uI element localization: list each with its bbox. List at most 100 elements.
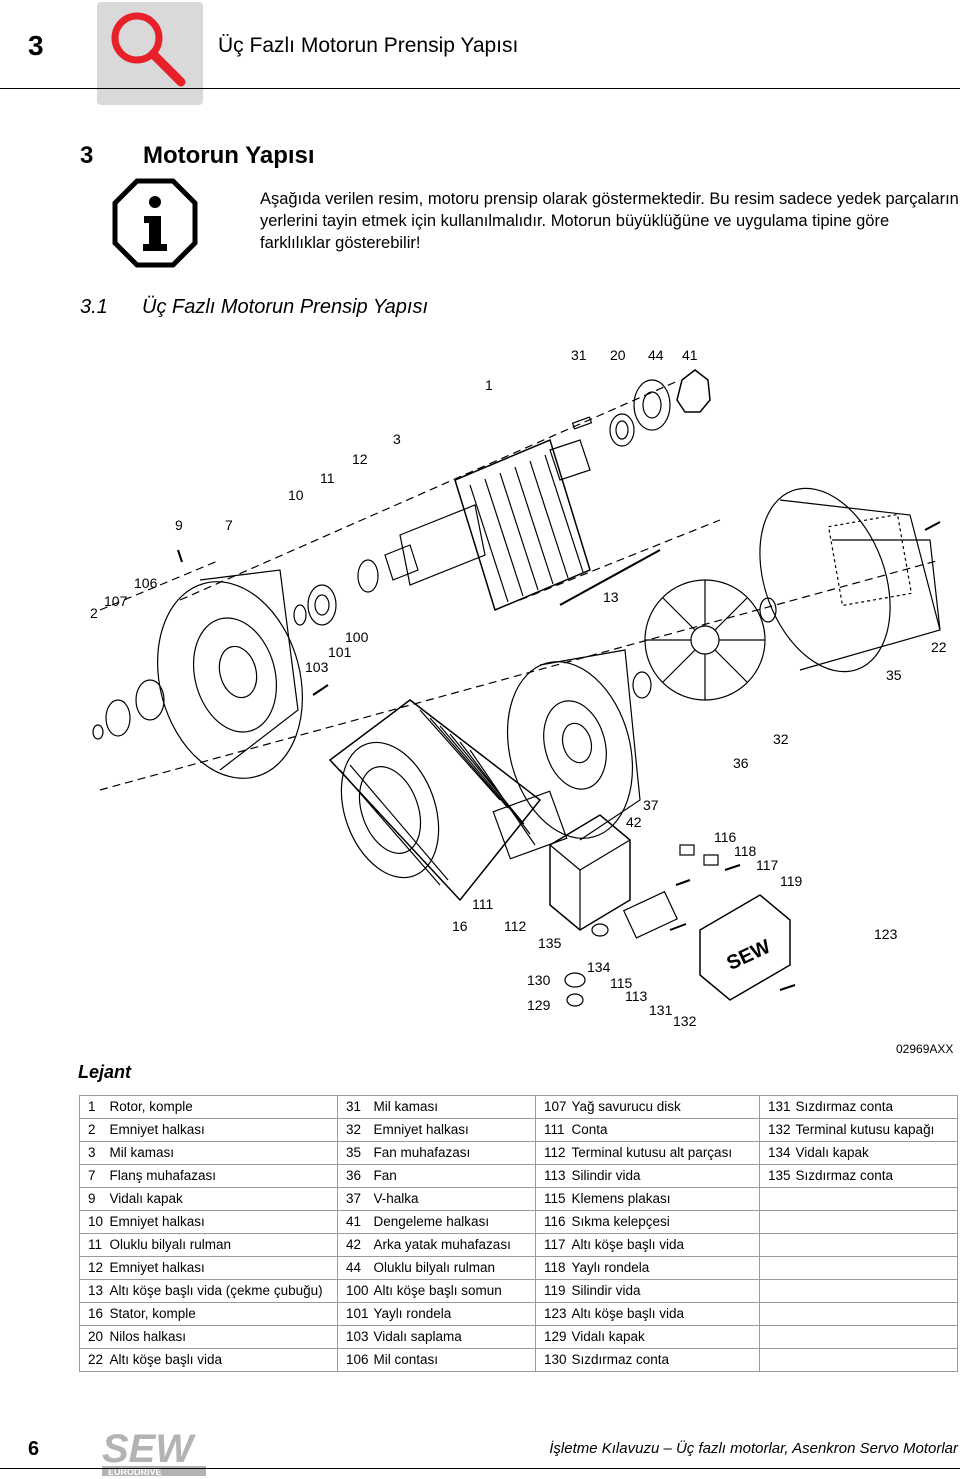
legend-part-number: 35	[337, 1141, 372, 1165]
part-label-3: 3	[393, 431, 401, 447]
legend-part-name	[793, 1302, 958, 1326]
legend-part-number: 10	[79, 1210, 108, 1234]
legend-part-name: Silindir vida	[569, 1279, 760, 1303]
legend-part-number: 113	[535, 1164, 570, 1188]
part-label-11: 11	[320, 470, 335, 486]
legend-part-number: 13	[79, 1279, 108, 1303]
part-label-9: 9	[175, 517, 183, 533]
legend-part-name	[793, 1348, 958, 1372]
part-label-2: 2	[90, 605, 98, 621]
stator-drawing	[328, 699, 568, 902]
legend-part-number: 134	[759, 1141, 794, 1165]
legend-part-number	[759, 1279, 794, 1303]
legend-part-name: Altı köşe başlı somun	[371, 1279, 536, 1303]
legend-part-name	[793, 1210, 958, 1234]
legend-part-name: Altı köşe başlı vida	[569, 1233, 760, 1257]
legend-part-name: Vidalı saplama	[371, 1325, 536, 1349]
fan-cover-drawing	[759, 487, 941, 673]
part-label-42: 42	[626, 814, 642, 830]
legend-part-number: 117	[535, 1233, 570, 1257]
legend-part-name: Vidalı kapak	[569, 1325, 760, 1349]
legend-part-name: Emniyet halkası	[371, 1118, 536, 1142]
part-label-32: 32	[773, 731, 789, 747]
legend-part-number	[759, 1210, 794, 1234]
legend-part-name: Terminal kutusu alt parçası	[569, 1141, 760, 1165]
section-title: Motorun Yapısı	[143, 142, 315, 169]
legend-part-name: Mil kaması	[107, 1141, 338, 1165]
legend-part-name: Emniyet halkası	[107, 1118, 338, 1142]
part-label-12: 12	[352, 451, 368, 467]
rotor-drawing	[384, 416, 593, 612]
part-label-119: 119	[780, 873, 803, 889]
legend-part-name: Terminal kutusu kapağı	[793, 1118, 958, 1142]
legend-part-number: 111	[535, 1118, 570, 1142]
legend-part-number: 9	[79, 1187, 108, 1211]
part-label-130: 130	[527, 972, 551, 988]
logo-text: SEW	[102, 1428, 196, 1471]
part-label-16: 16	[452, 918, 468, 934]
legend-part-number: 3	[79, 1141, 108, 1165]
legend-part-name: Mil contası	[371, 1348, 536, 1372]
subsection-title-text: Üç Fazlı Motorun Prensip Yapısı	[142, 296, 429, 318]
magnifier-icon	[111, 12, 186, 87]
fan-drawing	[644, 579, 766, 701]
part-label-13: 13	[603, 589, 619, 605]
page-number: 6	[28, 1438, 40, 1460]
legend-part-name: Arka yatak muhafazası	[371, 1233, 536, 1257]
legend-part-number	[759, 1325, 794, 1349]
part-label-115: 115	[610, 975, 633, 991]
legend-part-number	[759, 1233, 794, 1257]
legend-part-number	[759, 1302, 794, 1326]
sew-eurodrive-logo: SEW EURODRIVE	[102, 1428, 206, 1477]
legend-part-name: Altı köşe başlı vida	[107, 1348, 338, 1372]
legend-part-number: 112	[535, 1141, 570, 1165]
legend-part-number: 123	[535, 1302, 570, 1326]
legend-part-name: Sızdırmaz conta	[793, 1164, 958, 1188]
part-label-37: 37	[643, 797, 659, 813]
part-label-107: 107	[104, 593, 128, 609]
part-label-111: 111	[472, 896, 493, 912]
legend-part-number: 41	[337, 1210, 372, 1234]
end-shield-drawing	[506, 649, 641, 841]
motor-exploded-diagram: SEW 1 2 3 7 9 10 11 12 13 16 20 22 31 32…	[90, 347, 947, 1029]
part-label-101: 101	[328, 644, 352, 660]
section-number: 3	[80, 142, 94, 169]
legend-part-number: 131	[759, 1095, 794, 1119]
legend-part-name: Sıkma kelepçesi	[569, 1210, 760, 1234]
legend-part-number: 11	[79, 1233, 108, 1257]
part-label-116: 116	[714, 829, 737, 845]
chapter-number: 3	[28, 30, 44, 61]
legend-part-number: 130	[535, 1348, 570, 1372]
legend-part-name: Fan muhafazası	[371, 1141, 536, 1165]
legend-part-number: 132	[759, 1118, 794, 1142]
legend-part-number	[759, 1187, 794, 1211]
legend-part-name: Stator, komple	[107, 1302, 338, 1326]
legend-part-name: Vidalı kapak	[793, 1141, 958, 1165]
part-label-123: 123	[874, 926, 898, 942]
part-label-100: 100	[345, 629, 369, 645]
legend-part-number: 31	[337, 1095, 372, 1119]
part-label-103: 103	[305, 659, 329, 675]
part-label-22: 22	[931, 639, 947, 655]
legend-part-number: 101	[337, 1302, 372, 1326]
footer-divider	[0, 1468, 960, 1469]
legend-part-number: 115	[535, 1187, 570, 1211]
terminal-box-cover-drawing: SEW	[699, 894, 791, 1001]
header-divider	[0, 88, 960, 89]
part-label-35: 35	[886, 667, 902, 683]
legend-part-name: Sızdırmaz conta	[793, 1095, 958, 1119]
legend-part-name: Vidalı kapak	[107, 1187, 338, 1211]
part-label-106: 106	[134, 575, 158, 591]
part-label-132: 132	[673, 1013, 697, 1029]
legend-part-name: Sızdırmaz conta	[569, 1348, 760, 1372]
legend-part-number: 36	[337, 1164, 372, 1188]
